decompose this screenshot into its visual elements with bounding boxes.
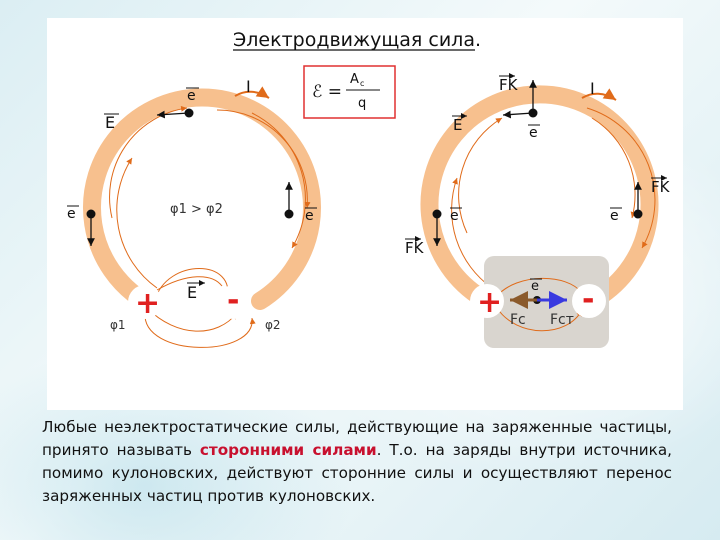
current-arrow: [234, 86, 270, 99]
right-ring: [420, 85, 659, 310]
inner-field-line: [146, 307, 238, 332]
force-arrow: [156, 110, 190, 119]
right-field-arrow: [451, 177, 493, 289]
inner-field-line: [156, 276, 223, 291]
electron-label: e: [187, 88, 196, 104]
left-field-arrow: [109, 105, 188, 219]
electron-label: e: [67, 206, 76, 222]
emf-formula: ℰ = A c q: [303, 65, 396, 119]
diagram-panel: Электродвижущая сила. ℰ = A c q I e E: [47, 18, 683, 410]
left-field-arrow: [116, 157, 158, 289]
right-field-arrow: [458, 117, 503, 234]
plus-sign: +: [477, 285, 502, 320]
plus-sign: +: [135, 286, 160, 321]
explanation-text: Любые неэлектростатические силы, действу…: [42, 416, 672, 508]
formula-numerator: A: [350, 72, 359, 87]
emf-diagram: Электродвижущая сила. ℰ = A c q I e E: [67, 29, 671, 348]
coulomb-force-label: FK: [405, 239, 425, 257]
caption-highlight: сторонними силами: [199, 441, 377, 459]
negative-terminal: [217, 285, 251, 319]
coulomb-force-label: FK: [499, 76, 519, 94]
electron-label: e: [450, 208, 459, 224]
external-force-label: Fст: [550, 312, 574, 328]
right-circuit: I FK E e FK e e FK + - e F: [405, 73, 671, 348]
electron-label: e: [610, 208, 619, 224]
field-label: E: [453, 116, 462, 134]
right-current-label: I: [590, 79, 595, 98]
left-field-arrow: [216, 109, 311, 209]
current-arrow: [581, 88, 617, 101]
positive-terminal: [128, 285, 162, 319]
electron-label: e: [305, 208, 314, 224]
phi2-label: φ2: [265, 318, 281, 332]
minus-sign: -: [582, 282, 594, 317]
formula-denominator: q: [358, 96, 366, 111]
formula-numerator-sub: c: [360, 79, 364, 88]
inner-field-label: E: [187, 283, 197, 302]
left-field-arrow: [251, 112, 306, 249]
inner-field-line: [144, 312, 256, 348]
formula-box: [303, 65, 396, 119]
positive-terminal: [470, 284, 504, 318]
left-circuit: I e E e e φ1 > φ2 + - E φ1 φ2: [67, 77, 321, 348]
electron-label: e: [529, 125, 538, 141]
source-box: [484, 256, 609, 348]
inner-field-line: [496, 307, 583, 332]
negative-terminal: [572, 284, 606, 318]
caption-part1: Любые неэлектростатические силы, действу…: [42, 418, 672, 459]
coulomb-force-label: Fc: [510, 312, 526, 328]
left-ring: [83, 88, 321, 310]
right-field-arrow: [586, 107, 656, 249]
left-current-label: I: [246, 77, 251, 96]
emf-symbol: ℰ =: [312, 82, 342, 102]
field-arrow: [502, 110, 534, 119]
coulomb-force-label: FK: [651, 178, 671, 196]
caption-part2: . Т.о. на заряды внутри источника, помим…: [42, 441, 672, 505]
right-field-arrow: [591, 117, 637, 219]
phi1-label: φ1: [110, 318, 126, 332]
minus-sign: -: [227, 283, 239, 318]
potential-comparison: φ1 > φ2: [170, 202, 223, 217]
electron-label: e: [531, 279, 539, 294]
field-label: E: [105, 113, 115, 132]
diagram-title: Электродвижущая сила.: [233, 29, 481, 51]
